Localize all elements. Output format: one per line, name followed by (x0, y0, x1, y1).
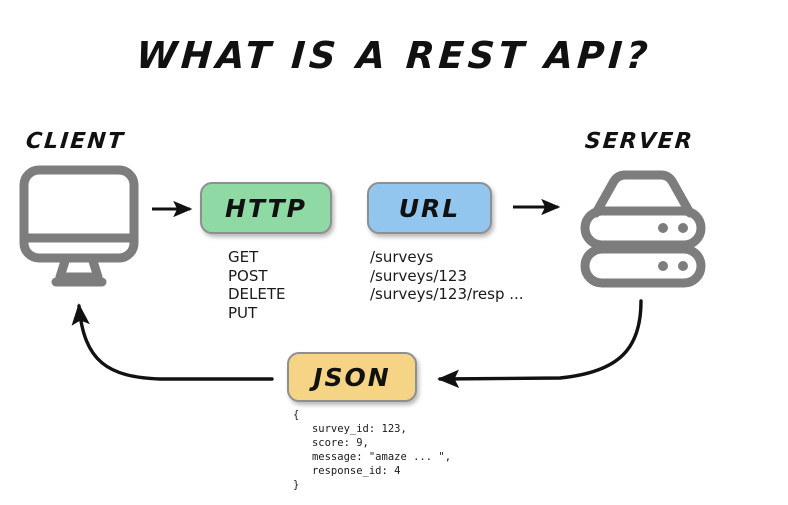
http-box-label: HTTP (225, 193, 307, 223)
json-box-label: JSON (313, 362, 391, 392)
arrow-server-to-json (437, 299, 643, 389)
page-title: WHAT IS A REST API? (134, 34, 654, 77)
url-paths-list: /surveys /surveys/123 /surveys/123/resp … (370, 248, 524, 303)
http-box[interactable]: HTTP (200, 182, 332, 234)
server-label: SERVER (583, 129, 695, 154)
json-box[interactable]: JSON (287, 352, 417, 402)
client-label: CLIENT (24, 129, 126, 154)
url-box-label: URL (398, 193, 461, 223)
url-box[interactable]: URL (367, 182, 492, 234)
json-body-snippet: { survey_id: 123, score: 9, message: "am… (293, 409, 452, 491)
monitor-icon (18, 165, 140, 290)
http-methods-list: GET POST DELETE PUT (228, 248, 286, 322)
server-stack-icon (578, 168, 708, 293)
